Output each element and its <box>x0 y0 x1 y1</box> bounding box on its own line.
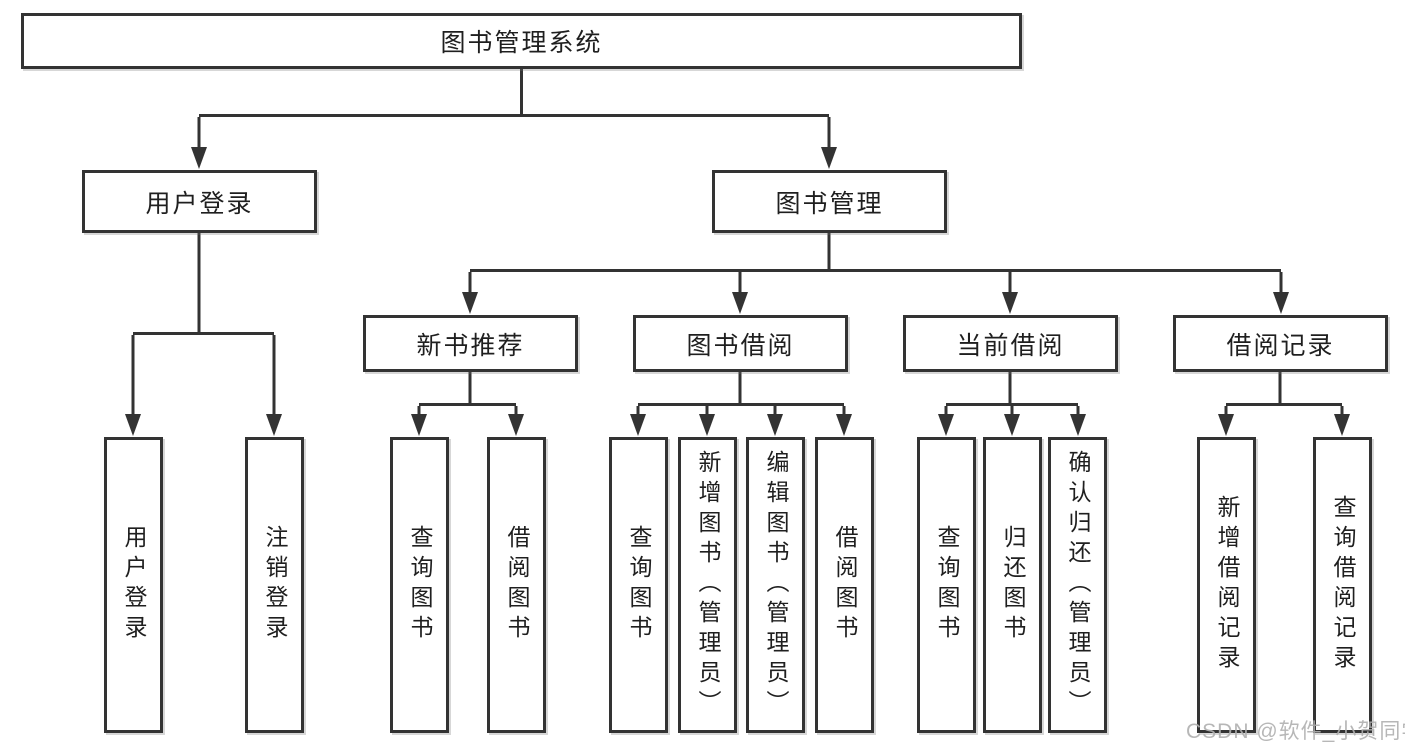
leaf-query-books-recommend: 查询图书 <box>390 437 449 733</box>
node-book-management-label: 图书管理 <box>775 189 884 218</box>
node-current-borrowing-label: 当前借阅 <box>956 331 1065 360</box>
csdn-watermark: CSDN @软件_小贺同学 <box>1186 720 1405 743</box>
node-new-book-recommendation: 新书推荐 <box>363 315 578 372</box>
leaf-borrow-books-recommend: 借阅图书 <box>487 437 546 733</box>
leaf-logout: 注销登录 <box>245 437 304 733</box>
node-book-borrowing-label: 图书借阅 <box>686 331 795 360</box>
leaf-query-borrow-record: 查询借阅记录 <box>1313 437 1372 733</box>
node-book-borrowing: 图书借阅 <box>633 315 848 372</box>
leaf-edit-books-admin: 编辑图书（管理员） <box>746 437 805 733</box>
leaf-user-login: 用户登录 <box>104 437 163 733</box>
leaf-add-borrow-record: 新增借阅记录 <box>1197 437 1256 733</box>
leaf-query-books-borrowing: 查询图书 <box>609 437 668 733</box>
node-book-management: 图书管理 <box>712 170 947 233</box>
node-root-label: 图书管理系统 <box>440 29 603 57</box>
node-current-borrowing: 当前借阅 <box>903 315 1118 372</box>
node-borrowing-records-label: 借阅记录 <box>1226 331 1335 360</box>
leaf-return-books: 归还图书 <box>983 437 1042 733</box>
node-user-login: 用户登录 <box>82 170 317 233</box>
leaf-add-books-admin: 新增图书（管理员） <box>678 437 737 733</box>
node-user-login-label: 用户登录 <box>145 189 254 218</box>
leaf-confirm-return-admin: 确认归还（管理员） <box>1048 437 1107 733</box>
leaf-borrow-books-borrowing: 借阅图书 <box>815 437 874 733</box>
node-new-book-recommendation-label: 新书推荐 <box>416 331 525 360</box>
leaf-query-books-current: 查询图书 <box>917 437 976 733</box>
node-borrowing-records: 借阅记录 <box>1173 315 1388 372</box>
node-root: 图书管理系统 <box>21 13 1022 69</box>
arrowheads <box>125 147 1350 436</box>
